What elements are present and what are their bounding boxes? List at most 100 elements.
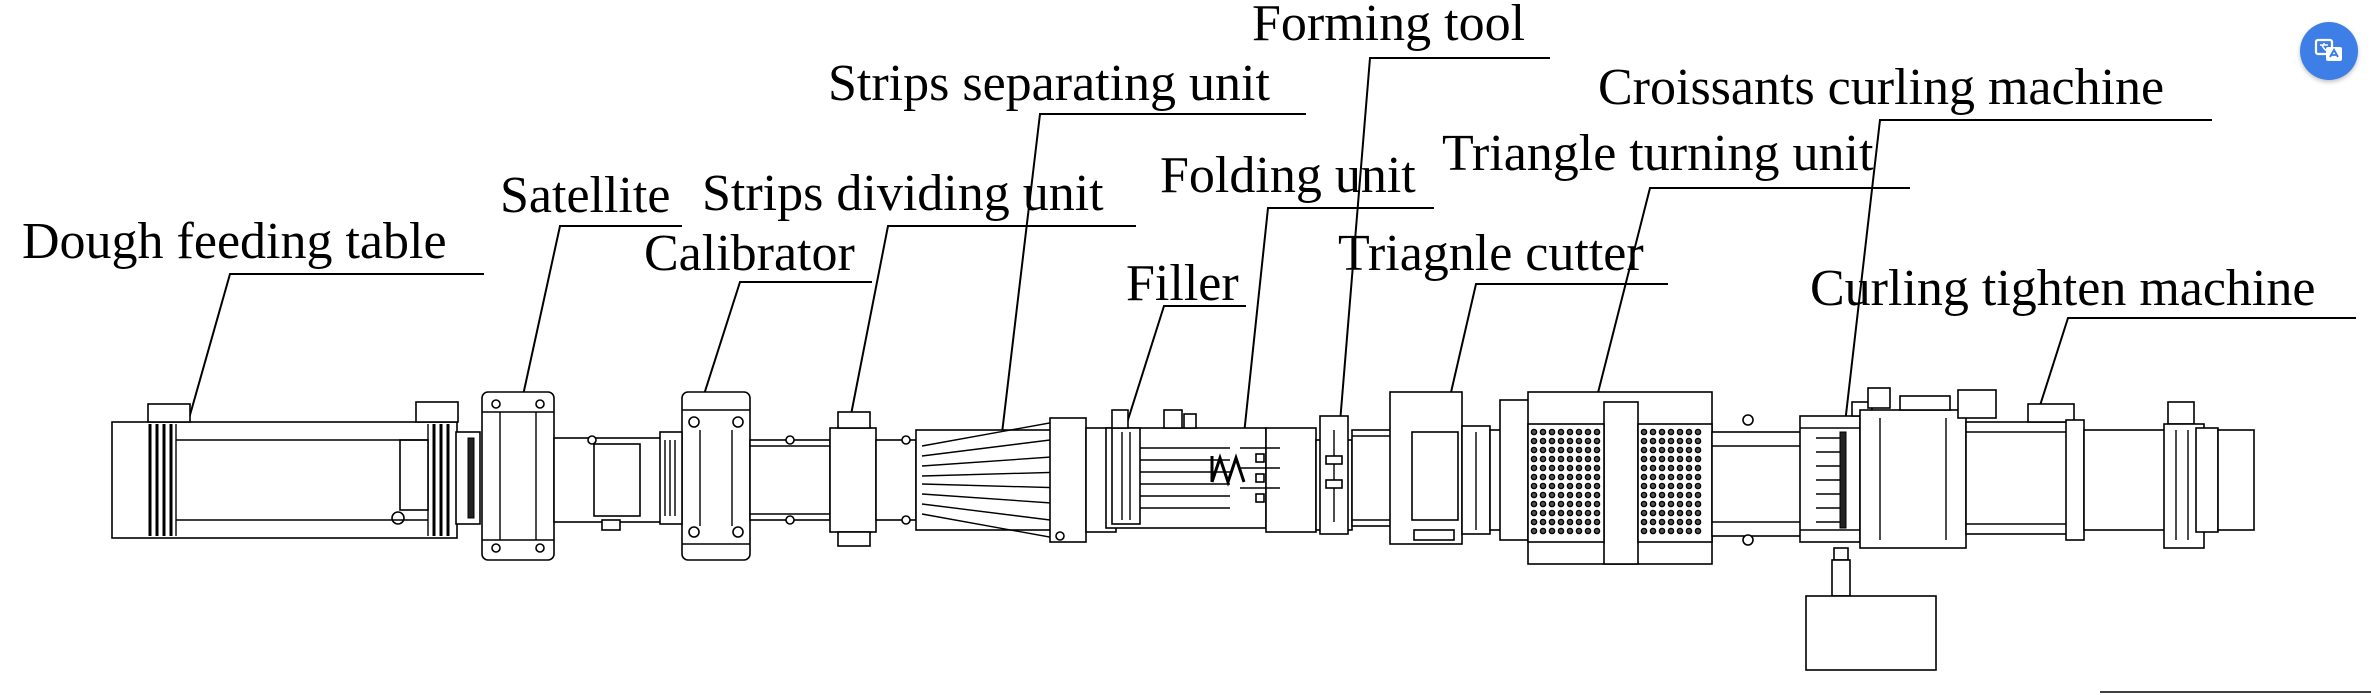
perforation-hole <box>1557 437 1565 445</box>
perforation-hole <box>1539 446 1547 454</box>
perforation-hole <box>1685 428 1693 436</box>
perforation-hole <box>1640 491 1648 499</box>
perforation-hole <box>1584 455 1592 463</box>
filler-unit <box>1085 409 1267 533</box>
perforation-hole <box>1566 500 1574 508</box>
perforation-hole <box>1658 482 1666 490</box>
perforation-hole <box>1694 500 1702 508</box>
perforation-hole <box>1548 446 1556 454</box>
perforation-hole <box>1557 446 1565 454</box>
perforation-hole <box>1539 464 1547 472</box>
perforation-hole <box>1694 428 1702 436</box>
perforation-hole <box>1649 491 1657 499</box>
perforation-hole <box>1694 473 1702 481</box>
perforation-hole <box>1584 428 1592 436</box>
perforation-hole <box>1557 473 1565 481</box>
perforation-hole <box>1658 509 1666 517</box>
perforation-hole <box>1676 455 1684 463</box>
perforation-hole <box>1593 527 1601 535</box>
perforation-hole <box>1530 428 1538 436</box>
perforation-hole <box>1530 527 1538 535</box>
labels: Dough feeding table Satellite Calibrator… <box>22 0 2315 317</box>
perforation-hole <box>1548 464 1556 472</box>
perforation-hole <box>1685 455 1693 463</box>
perforation-hole <box>1539 482 1547 490</box>
perforation-hole <box>1557 491 1565 499</box>
perforation-hole <box>1557 518 1565 526</box>
perforation-hole <box>1593 446 1601 454</box>
perforation-hole <box>1584 518 1592 526</box>
conveyor-2 <box>749 435 831 525</box>
perforation-hole <box>1530 500 1538 508</box>
perforation-hole <box>1640 482 1648 490</box>
perforation-hole <box>1575 500 1583 508</box>
perforation-hole <box>1685 482 1693 490</box>
perforation-hole <box>1539 491 1547 499</box>
perforation-hole <box>1667 509 1675 517</box>
perforation-hole <box>1640 509 1648 517</box>
perforation-hole <box>1685 491 1693 499</box>
perforation-hole <box>1640 437 1648 445</box>
perforation-hole <box>1530 473 1538 481</box>
perforation-hole <box>1530 455 1538 463</box>
perforation-hole <box>1676 446 1684 454</box>
perforation-hole <box>1676 437 1684 445</box>
perforation-hole <box>1575 446 1583 454</box>
perforation-hole <box>1593 482 1601 490</box>
perforation-hole <box>1566 527 1574 535</box>
perforation-hole <box>1539 473 1547 481</box>
perforation-hole <box>1539 509 1547 517</box>
perforation-hole <box>1548 518 1556 526</box>
perforation-hole <box>1548 473 1556 481</box>
perforation-hole <box>1640 455 1648 463</box>
perforation-hole <box>1548 509 1556 517</box>
perforation-hole <box>1694 527 1702 535</box>
perforation-hole <box>1575 491 1583 499</box>
perforation-hole <box>1548 491 1556 499</box>
perforation-hole <box>1649 509 1657 517</box>
perforation-hole <box>1584 473 1592 481</box>
perforation-hole <box>1649 482 1657 490</box>
label-filler: Filler <box>1126 255 1239 312</box>
perforation-hole <box>1649 464 1657 472</box>
perforation-hole <box>1649 446 1657 454</box>
perforation-hole <box>1530 446 1538 454</box>
perforation-hole <box>1557 428 1565 436</box>
perforation-hole <box>1539 428 1547 436</box>
perforation-hole <box>1685 473 1693 481</box>
perforation-hole <box>1667 464 1675 472</box>
perforation-hole <box>1539 518 1547 526</box>
label-triangle-turning-unit: Triangle turning unit <box>1442 125 1874 182</box>
translate-widget-button[interactable] <box>2300 22 2358 80</box>
perforation-hole <box>1575 428 1583 436</box>
perforation-hole <box>1593 491 1601 499</box>
label-croissants-curling-machine: Croissants curling machine <box>1598 59 2164 116</box>
label-strips-separating-unit: Strips separating unit <box>828 55 1271 112</box>
perforation-hole <box>1676 518 1684 526</box>
perforation-hole <box>1667 455 1675 463</box>
perforation-hole <box>1566 491 1574 499</box>
perforation-hole <box>1649 455 1657 463</box>
perforation-hole <box>1667 428 1675 436</box>
perforation-hole <box>1649 437 1657 445</box>
perforation-hole <box>1584 527 1592 535</box>
perforation-hole <box>1530 491 1538 499</box>
perforation-hole <box>1685 518 1693 526</box>
perforation-hole <box>1640 428 1648 436</box>
perforation-hole <box>1548 527 1556 535</box>
leader-satellite <box>521 225 682 401</box>
label-dough-feeding-table: Dough feeding table <box>22 213 447 270</box>
label-curling-tighten-machine: Curling tighten machine <box>1810 260 2315 317</box>
leader-filler <box>1119 305 1246 446</box>
perforation-hole <box>1539 437 1547 445</box>
perforation-hole <box>1658 464 1666 472</box>
perforation-hole <box>1539 455 1547 463</box>
perforation-hole <box>1575 527 1583 535</box>
perforation-hole <box>1593 509 1601 517</box>
perforation-hole <box>1593 500 1601 508</box>
perforation-hole <box>1584 482 1592 490</box>
perforation-hole <box>1649 527 1657 535</box>
perforation-hole <box>1593 437 1601 445</box>
perforation-hole <box>1658 437 1666 445</box>
leader-croissants-curling-machine <box>1843 119 2212 433</box>
